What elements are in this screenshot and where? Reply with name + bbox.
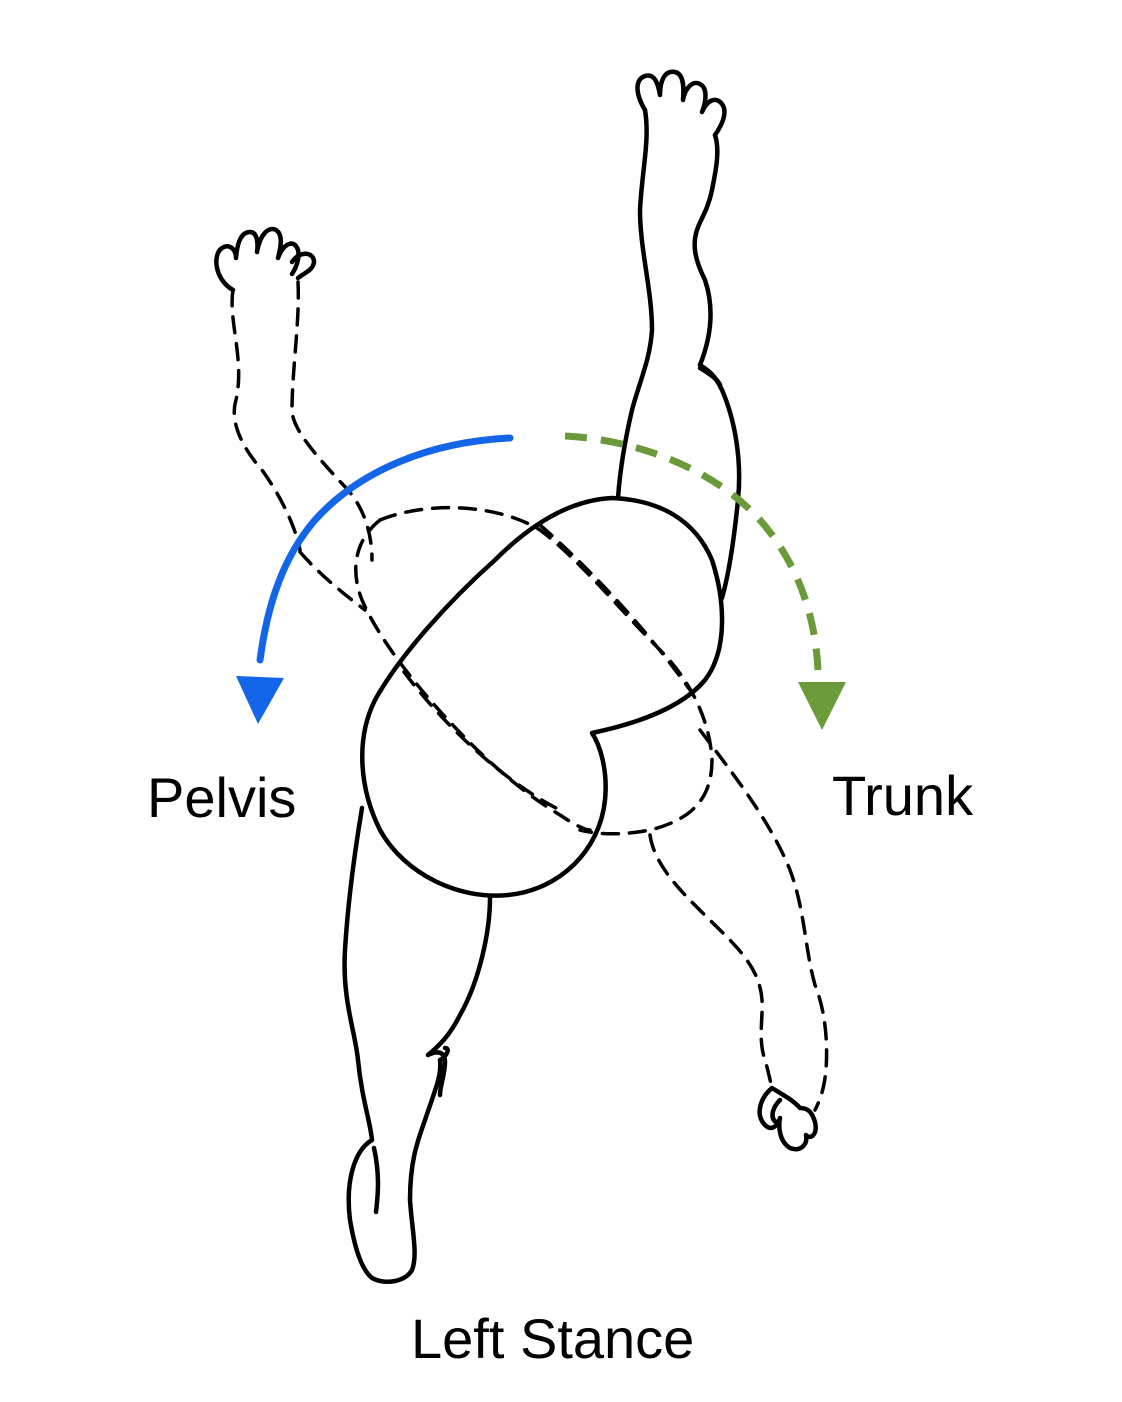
pelvis-rotation-arrow: [236, 434, 514, 724]
dashed-right-foot: [757, 1085, 818, 1152]
solid-right-foot: [635, 69, 727, 138]
dashed-pelvis-outline: [354, 505, 714, 836]
trunk-label: Trunk: [832, 764, 974, 827]
dashed-left-leg: [230, 280, 374, 612]
dashed-left-foot: [214, 226, 317, 293]
left-stance-label: Left Stance: [411, 1307, 695, 1370]
solid-left-stance-leg: [342, 805, 493, 1284]
pelvis-label: Pelvis: [147, 766, 297, 829]
trunk-rotation-arrow: [564, 432, 846, 730]
dashed-right-leg: [648, 728, 829, 1112]
solid-pelvis: [360, 495, 725, 898]
solid-right-leg: [615, 107, 742, 601]
